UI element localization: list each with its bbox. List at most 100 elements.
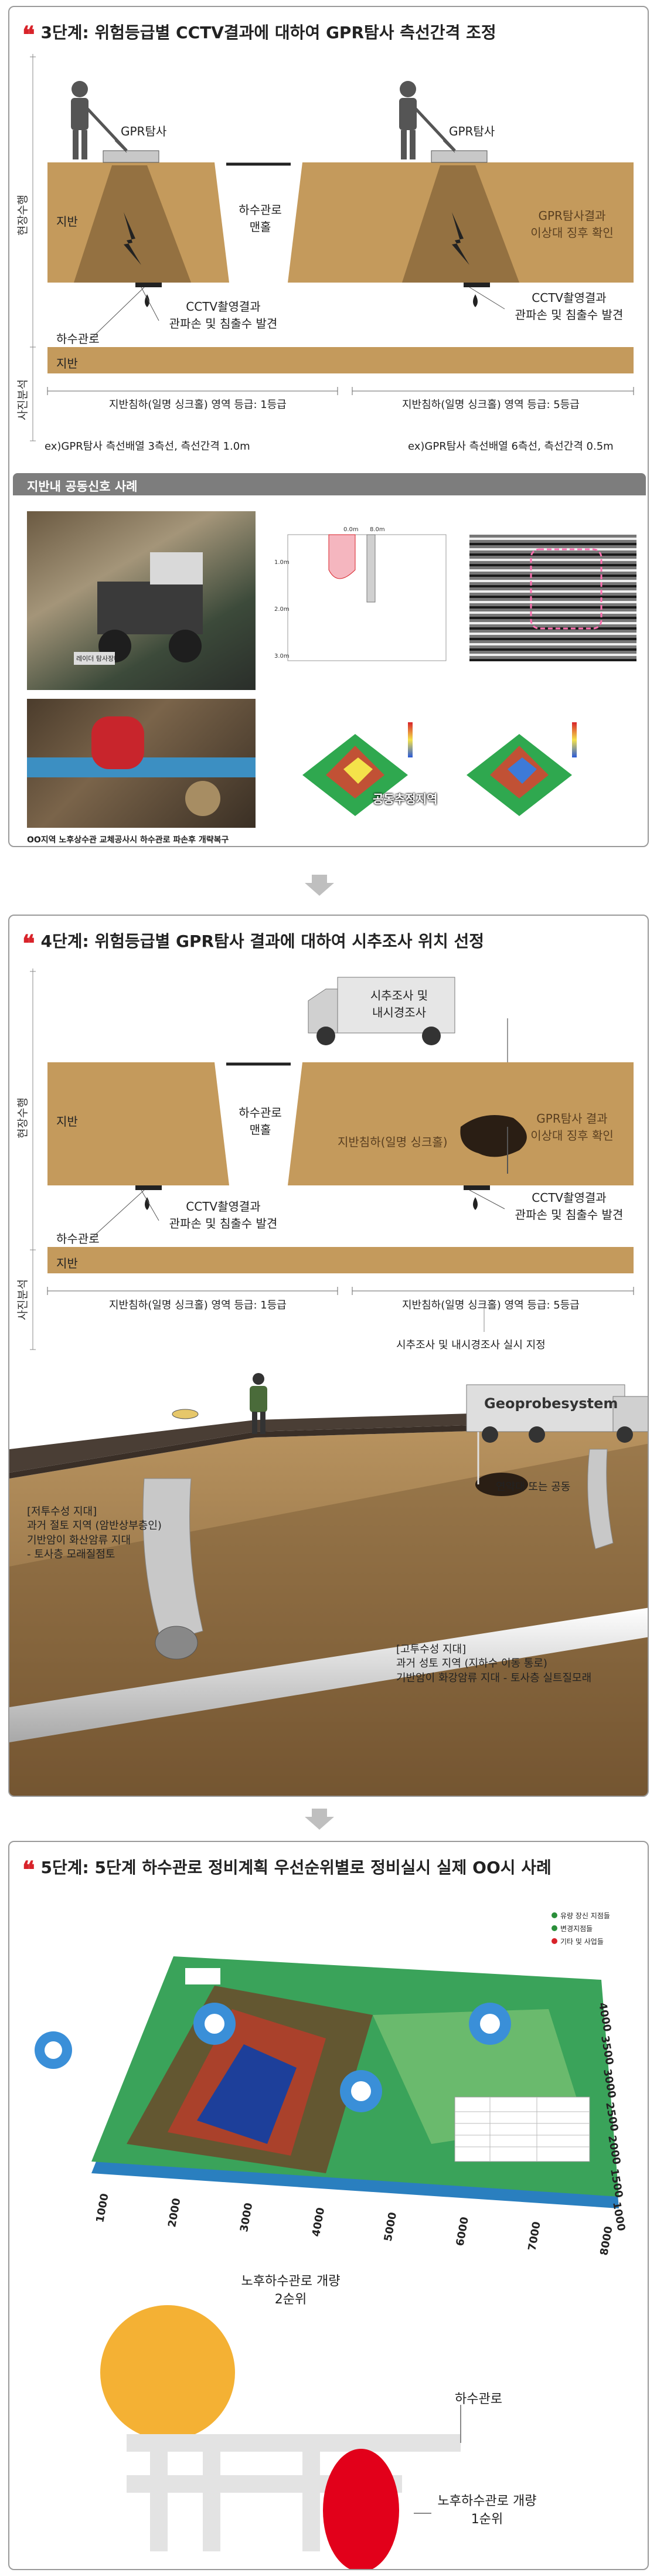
radargram-stripe bbox=[469, 569, 636, 572]
cctv-result-left: CCTV촬영결과 관파손 및 침출수 발견 bbox=[169, 300, 278, 331]
radargram-stripe bbox=[469, 553, 636, 556]
field-photo-radar: 레이더 탐사장비 bbox=[27, 511, 256, 690]
legend-item: 기타 및 사업들 bbox=[560, 1938, 604, 1946]
truck-brand-label: Geoprobesystem bbox=[484, 1395, 618, 1412]
radargram-stripe bbox=[469, 606, 636, 609]
radargram-stripe bbox=[469, 617, 636, 619]
legend-item: 유량 장신 지점들 bbox=[560, 1912, 610, 1920]
axis-label: 1.0m bbox=[274, 559, 290, 566]
lower-ground-label: 지반 bbox=[56, 1256, 78, 1270]
stage4-diagram bbox=[30, 968, 634, 1350]
map-x-tick: 2000 bbox=[166, 2197, 183, 2228]
stage3-title: ❝3단계: 위험등급별 CCTV결과에 대하여 GPR탐사 측선간격 조정 bbox=[22, 21, 496, 49]
radargram-stripe bbox=[469, 654, 636, 656]
priority-2-label: 노후하수관로 개량 2순위 bbox=[241, 2274, 341, 2307]
cavity-label: 공동추정지역 bbox=[373, 792, 438, 806]
low-permeability-zone: [저투수성 지대] 과거 절토 지역 (암반상부층인) 기반암이 화산암류 지대… bbox=[27, 1506, 162, 1561]
radargram-stripe bbox=[469, 575, 636, 577]
sub-header-title: 지반내 공동신호 사례 bbox=[27, 480, 138, 494]
quote-icon: ❝ bbox=[22, 1856, 35, 1884]
axis-label: 8.0m bbox=[370, 526, 385, 533]
radargram-stripe bbox=[469, 590, 636, 593]
radargram-stripe bbox=[469, 564, 636, 566]
sewer-pipe-label: 하수관로 bbox=[56, 1232, 100, 1246]
radargram-stripe bbox=[469, 643, 636, 645]
stage5-panel: ❝5단계: 5단계 하수관로 정비계획 우선순위별로 정비실시 실제 OO시 사… bbox=[8, 1841, 649, 2570]
truck-label: 시추조사 및 내시경조사 bbox=[370, 988, 428, 1019]
ground-label: 지반 bbox=[56, 215, 78, 229]
sinkhole-label: 지반침하(일명 싱크홀) bbox=[338, 1135, 448, 1149]
sub-header-bar: 지반내 공동신호 사례 bbox=[13, 473, 646, 495]
radargram-chart: 0.0m 8.0m 1.0m 2.0m 3.0m bbox=[274, 526, 636, 661]
cctv-result-right: CCTV촬영결과 관파손 및 침출수 발견 bbox=[515, 291, 624, 322]
grade-left: 지반침하(일명 싱크홀) 영역 등급: 1등급 bbox=[109, 399, 287, 411]
map-x-tick: 8000 bbox=[598, 2225, 615, 2256]
map-legend: 유량 장신 지점들 변경지점들 기타 및 사업들 bbox=[560, 1909, 610, 1948]
map-x-tick: 6000 bbox=[454, 2216, 471, 2247]
map-x-tick: 5000 bbox=[382, 2211, 399, 2242]
radargram-stripe bbox=[469, 611, 636, 614]
quote-icon: ❝ bbox=[22, 930, 35, 957]
high-permeability-zone: [고투수성 지대] 과거 성토 지역 (지하수 이동 통로) 기반암이 화강암류… bbox=[396, 1643, 592, 1684]
radargram-stripe bbox=[469, 659, 636, 661]
cavity-3d-maps bbox=[302, 722, 577, 816]
sewer-pipe-label: 하수관로 bbox=[455, 2392, 502, 2407]
cross-section-illustration: Geoprobesystem 연약대 또는 공동 [저투수성 지대] 과거 절토… bbox=[9, 1361, 648, 1796]
down-arrow-icon bbox=[305, 1809, 334, 1830]
map-x-tick: 3000 bbox=[238, 2202, 255, 2233]
cctv-result-left: CCTV촬영결과 관파손 및 침출수 발견 bbox=[169, 1199, 278, 1231]
ground-label: 지반 bbox=[56, 1114, 78, 1129]
priority-diagram bbox=[100, 2305, 461, 2569]
weak-zone-label: 연약대 또는 공동 bbox=[496, 1481, 571, 1493]
lower-ground-label: 지반 bbox=[56, 356, 78, 371]
radar-equipment-label: 레이더 탐사장비 bbox=[76, 655, 120, 662]
cctv-result-right: CCTV촬영결과 관파손 및 침출수 발견 bbox=[515, 1191, 624, 1222]
radargram-stripe bbox=[469, 627, 636, 630]
grade-right: 지반침하(일명 싱크홀) 영역 등급: 5등급 bbox=[402, 399, 580, 411]
radargram-stripe bbox=[469, 538, 636, 540]
down-arrow-icon bbox=[305, 875, 334, 896]
gpr-result-label: GPR탐사결과 이상대 징후 확인 bbox=[530, 209, 614, 240]
manhole-label: 하수관로 맨홀 bbox=[239, 203, 282, 234]
grade-right: 지반침하(일명 싱크홀) 영역 등급: 5등급 bbox=[402, 1299, 580, 1311]
axis-label: 2.0m bbox=[274, 606, 290, 613]
map-x-tick: 7000 bbox=[526, 2221, 543, 2252]
radargram-stripe bbox=[469, 622, 636, 624]
radargram-stripe bbox=[469, 638, 636, 640]
manhole-label: 하수관로 맨홀 bbox=[239, 1106, 282, 1137]
map-x-tick: 1000 bbox=[94, 2193, 111, 2224]
radargram-stripe bbox=[469, 601, 636, 603]
radargram-stripe bbox=[469, 633, 636, 635]
example-left: ex)GPR탐사 측선배열 3측선, 측선간격 1.0m bbox=[45, 440, 250, 453]
radargram-stripe bbox=[469, 548, 636, 550]
stage3-panel: ❝3단계: 위험등급별 CCTV결과에 대하여 GPR탐사 측선간격 조정 bbox=[8, 6, 649, 847]
side-label-ground: 현장수행 bbox=[16, 195, 29, 236]
stage3-diagram bbox=[30, 54, 634, 441]
map-x-tick: 4000 bbox=[310, 2207, 327, 2238]
stage4-title: ❝4단계: 위험등급별 GPR탐사 결과에 대하여 시추조사 위치 선정 bbox=[22, 930, 484, 957]
gpr-label-left: GPR탐사 bbox=[121, 124, 167, 138]
stage4-panel: ❝4단계: 위험등급별 GPR탐사 결과에 대하여 시추조사 위치 선정 bbox=[8, 915, 649, 1797]
side-label-photo: 사진분석 bbox=[16, 1279, 29, 1320]
drill-note: 시추조사 및 내시경조사 실시 지정 bbox=[396, 1339, 546, 1351]
radargram-stripe bbox=[469, 585, 636, 587]
sewer-pipe-label: 하수관로 bbox=[56, 332, 100, 346]
side-label-photo: 사진분석 bbox=[16, 379, 29, 420]
radargram-stripe bbox=[469, 559, 636, 561]
grade-left: 지반침하(일명 싱크홀) 영역 등급: 1등급 bbox=[109, 1299, 287, 1311]
gpr-result-label: GPR탐사 결과 이상대 징후 확인 bbox=[530, 1112, 614, 1143]
stage5-title: ❝5단계: 5단계 하수관로 정비계획 우선순위별로 정비실시 실제 OO시 사… bbox=[22, 1856, 552, 1884]
side-label-ground: 현장수행 bbox=[16, 1097, 29, 1139]
legend-item: 변경지점들 bbox=[560, 1925, 593, 1933]
axis-label: 3.0m bbox=[274, 653, 290, 660]
field-photo-pipe bbox=[27, 699, 256, 828]
photo-caption: OO지역 노후상수관 교체공사시 하수관로 파손후 개략복구 bbox=[27, 835, 229, 845]
priority-1-label: 노후하수관로 개량 1순위 bbox=[437, 2494, 537, 2527]
example-right: ex)GPR탐사 측선배열 6측선, 측선간격 0.5m bbox=[408, 440, 614, 453]
radargram-stripe bbox=[469, 596, 636, 598]
radargram-stripe bbox=[469, 580, 636, 582]
radargram-stripe bbox=[469, 648, 636, 651]
axis-label: 0.0m bbox=[343, 526, 359, 533]
gpr-label-right: GPR탐사 bbox=[449, 124, 495, 138]
